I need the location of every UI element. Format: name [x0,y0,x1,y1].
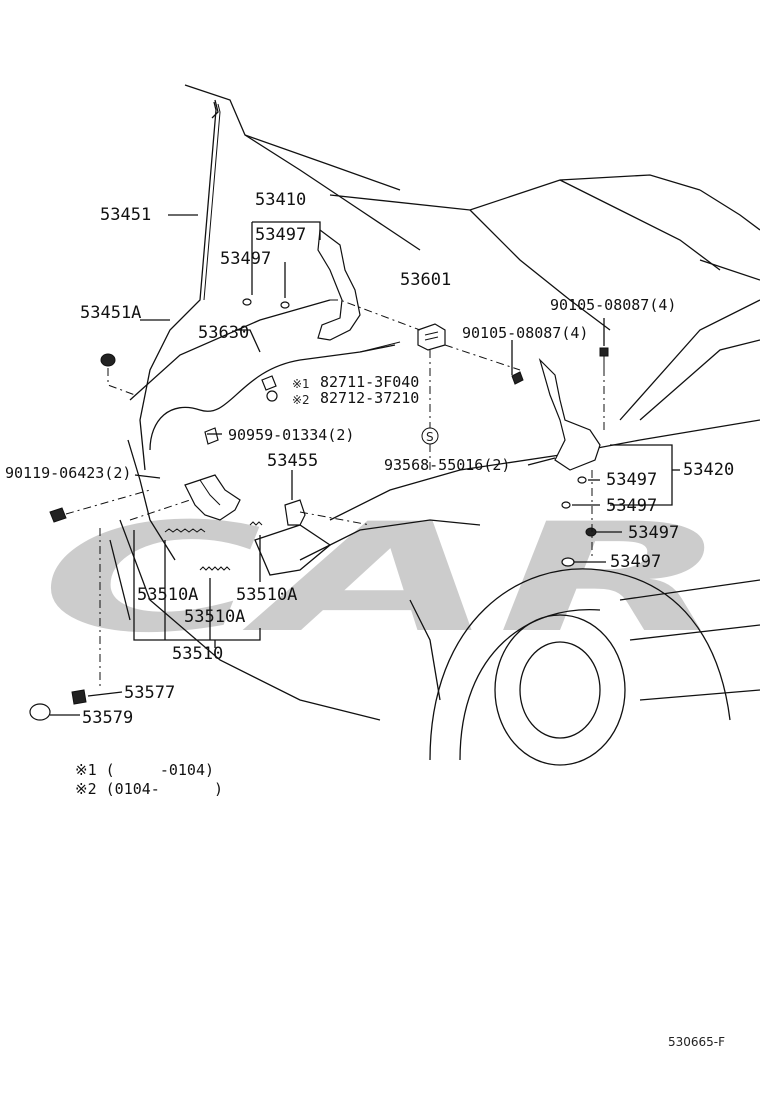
label-90119: 90119-06423(2) [5,464,131,482]
label-53510A-a: 53510A [137,585,198,605]
label-53451A: 53451A [80,303,141,323]
hood-hinge-left-icon [317,228,361,341]
cap-icon [29,703,51,721]
leader-lines [50,214,680,716]
diagram-code: 530665-F [668,1035,725,1049]
label-53577: 53577 [124,683,175,703]
label-53497-a: 53497 [255,225,306,245]
mark-2: ※2 [292,393,310,407]
label-53451: 53451 [100,205,151,225]
hood-hinge-right-icon [538,357,601,471]
label-53497-b: 53497 [220,249,271,269]
hood-cushion-icon [417,323,446,351]
release-cable [149,344,396,451]
label-53497-c: 53497 [606,470,657,490]
label-53497-f: 53497 [610,552,661,572]
label-53497-e: 53497 [628,523,679,543]
label-82711: 82711-3F040 [320,373,419,391]
car-body-outline [109,84,760,766]
label-53601: 53601 [400,270,451,290]
label-90105-right: 90105-08087(4) [550,296,676,314]
lock-bolt-icon [71,689,87,705]
label-53510A-b: 53510A [236,585,297,605]
bolt-icon [599,347,609,357]
label-82712: 82712-37210 [320,389,419,407]
watermark: CAR [40,492,730,666]
spring-icon [164,528,206,533]
rod-holder-icon [100,353,116,367]
label-53497-d: 53497 [606,496,657,516]
label-90959: 90959-01334(2) [228,426,354,444]
label-53455: 53455 [267,451,318,471]
label-53630: 53630 [198,323,249,343]
label-53420: 53420 [683,460,734,480]
label-53410: 53410 [255,190,306,210]
bracket-icon [284,499,306,526]
footnote-1: ※1 ( -0104) [75,761,214,779]
footnote-2: ※2 (0104- ) [75,780,223,798]
label-53579: 53579 [82,708,133,728]
mark-1: ※1 [292,377,310,391]
mark-s: S [426,430,434,444]
label-53510: 53510 [172,644,223,664]
hood-support-rod [139,101,217,471]
label-93568: 93568-55016(2) [384,456,510,474]
label-90105-left: 90105-08087(4) [462,324,588,342]
label-53510A-c: 53510A [184,607,245,627]
